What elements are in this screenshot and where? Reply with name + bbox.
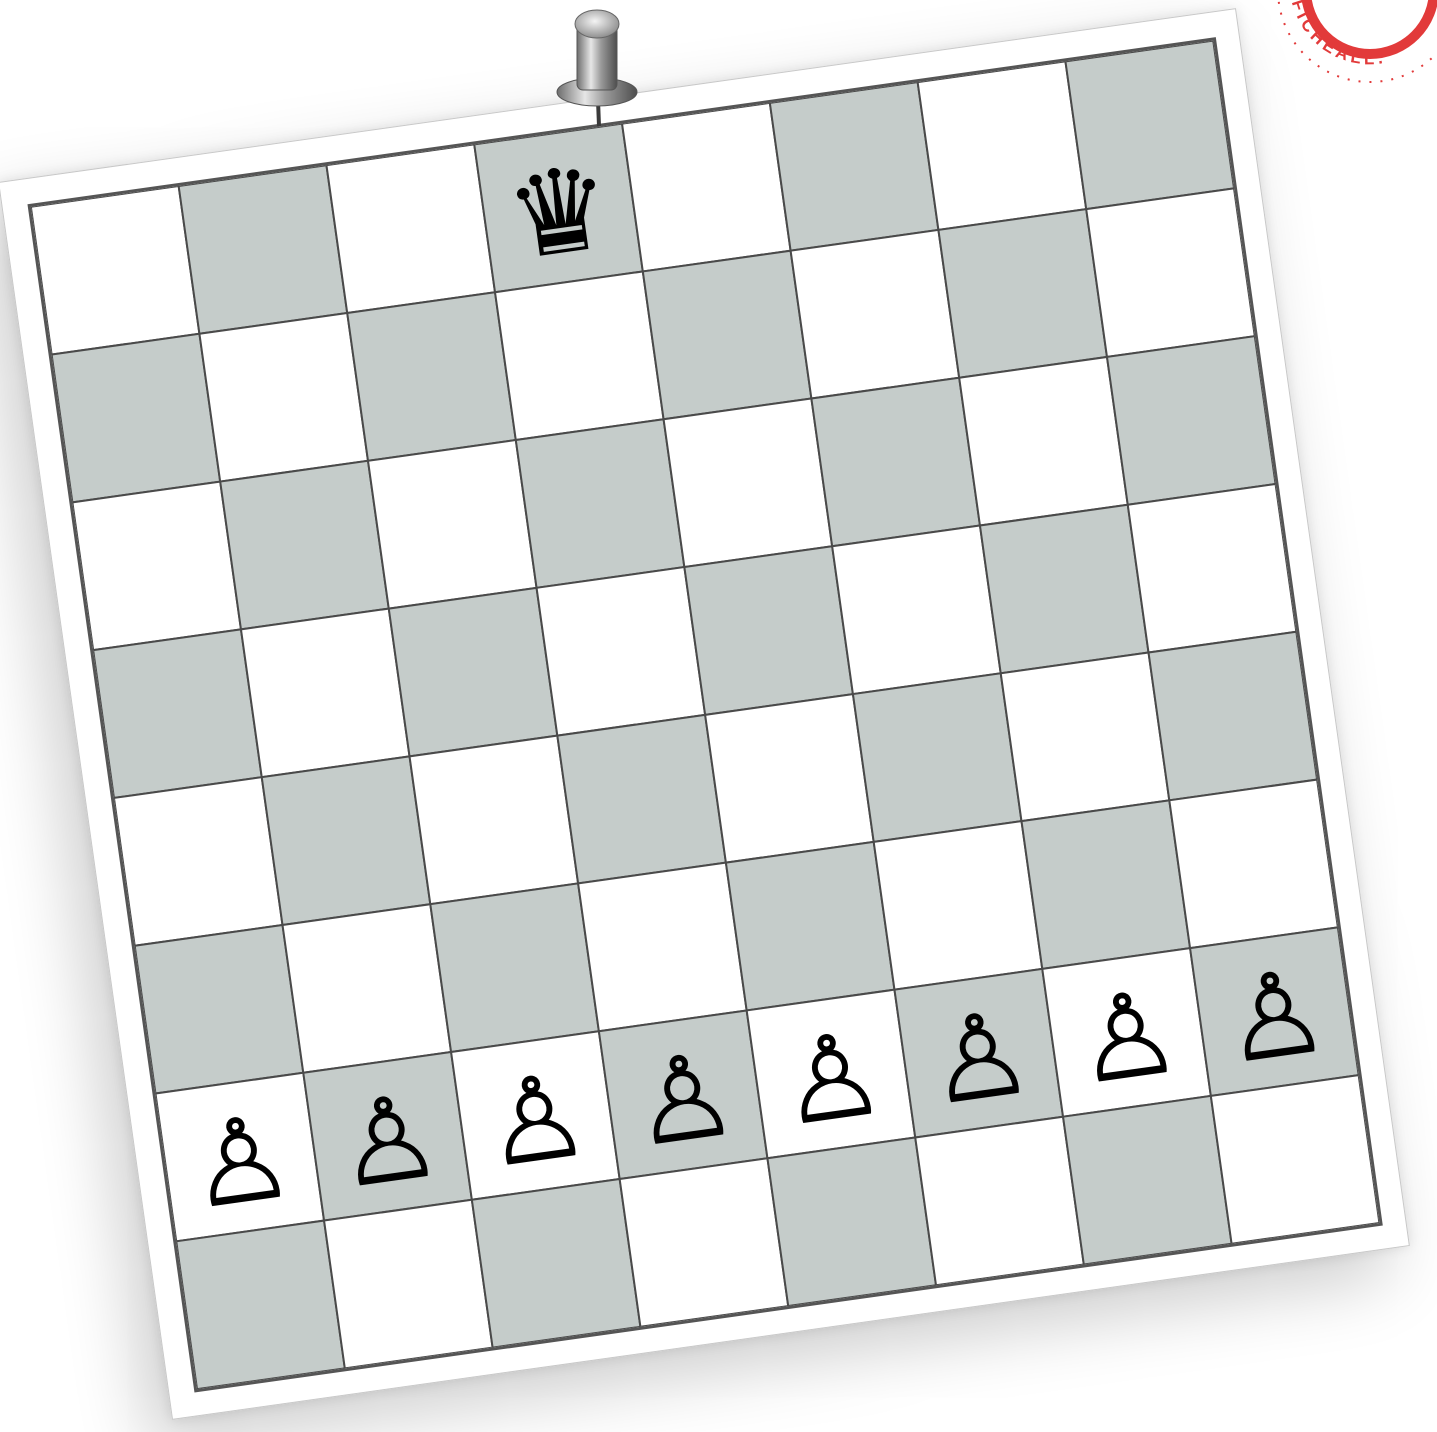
black-queen-icon[interactable]: ♛ xyxy=(498,139,620,287)
light-square[interactable] xyxy=(1086,188,1255,357)
dark-square[interactable] xyxy=(135,925,304,1094)
dark-square[interactable] xyxy=(93,629,262,798)
dark-square[interactable] xyxy=(811,378,980,547)
light-square[interactable] xyxy=(72,482,241,651)
light-square[interactable] xyxy=(832,526,1001,695)
light-square[interactable] xyxy=(791,230,960,399)
light-square[interactable] xyxy=(114,777,283,946)
light-square[interactable] xyxy=(622,103,791,272)
dark-square[interactable] xyxy=(557,715,726,884)
light-square[interactable] xyxy=(283,904,452,1073)
light-square[interactable] xyxy=(1128,484,1297,653)
light-square[interactable] xyxy=(1001,653,1170,822)
chessboard: ♛♙♙♙♙♙♙♙♙ xyxy=(27,37,1382,1392)
white-pawn-icon[interactable]: ♙ xyxy=(1066,964,1188,1112)
white-pawn-icon[interactable]: ♙ xyxy=(327,1067,449,1215)
dark-square[interactable] xyxy=(389,588,558,757)
light-square[interactable] xyxy=(874,821,1043,990)
dark-square[interactable] xyxy=(1107,336,1276,505)
light-square[interactable] xyxy=(915,1117,1084,1286)
dark-square[interactable] xyxy=(643,251,812,420)
dark-square[interactable] xyxy=(220,461,389,630)
dark-square[interactable] xyxy=(430,883,599,1052)
dark-square[interactable] xyxy=(726,842,895,1011)
light-square[interactable] xyxy=(918,61,1087,230)
light-square[interactable] xyxy=(537,567,706,736)
white-pawn-icon[interactable]: ♙ xyxy=(918,984,1040,1132)
dark-square[interactable] xyxy=(1149,632,1318,801)
light-square[interactable] xyxy=(495,271,664,440)
dark-square[interactable] xyxy=(179,165,348,334)
light-square[interactable] xyxy=(241,609,410,778)
dark-square[interactable] xyxy=(853,673,1022,842)
light-square[interactable] xyxy=(410,736,579,905)
dark-square[interactable] xyxy=(176,1221,345,1390)
white-pawn-icon[interactable]: ♙ xyxy=(771,1005,893,1153)
light-square[interactable] xyxy=(620,1158,789,1327)
light-square[interactable] xyxy=(578,863,747,1032)
dark-square[interactable] xyxy=(262,756,431,925)
light-square[interactable] xyxy=(1211,1075,1380,1244)
dark-square[interactable] xyxy=(1065,41,1234,210)
dark-square[interactable] xyxy=(472,1179,641,1348)
chessboard-grid: ♛♙♙♙♙♙♙♙♙ xyxy=(31,41,1380,1390)
dark-square[interactable] xyxy=(52,334,221,503)
dark-square[interactable] xyxy=(684,546,853,715)
dark-square[interactable] xyxy=(938,209,1107,378)
light-square[interactable] xyxy=(664,398,833,567)
light-square[interactable] xyxy=(324,1200,493,1369)
dark-square[interactable] xyxy=(770,82,939,251)
stamp-seal-icon: FICHEALL. xyxy=(1270,0,1437,90)
light-square[interactable] xyxy=(326,144,495,313)
light-square[interactable] xyxy=(959,357,1128,526)
paper-sheet: ♛♙♙♙♙♙♙♙♙ xyxy=(0,8,1410,1420)
light-square[interactable] xyxy=(31,186,200,355)
dark-square[interactable] xyxy=(347,292,516,461)
white-pawn-icon[interactable]: ♙ xyxy=(475,1047,597,1195)
white-pawn-icon[interactable]: ♙ xyxy=(179,1088,301,1236)
dark-square[interactable] xyxy=(516,419,685,588)
seal-text: FICHEALL. xyxy=(1288,0,1388,68)
dark-square[interactable] xyxy=(1063,1096,1232,1265)
pushpin-icon xyxy=(553,0,643,135)
dark-square[interactable] xyxy=(767,1137,936,1306)
white-pawn-icon[interactable]: ♙ xyxy=(623,1026,745,1174)
dark-square[interactable] xyxy=(1021,800,1190,969)
light-square[interactable] xyxy=(1169,780,1338,949)
dark-square[interactable] xyxy=(980,505,1149,674)
svg-text:FICHEALL.: FICHEALL. xyxy=(1288,0,1388,68)
light-square[interactable] xyxy=(368,440,537,609)
white-pawn-icon[interactable]: ♙ xyxy=(1214,943,1336,1091)
light-square[interactable] xyxy=(199,313,368,482)
light-square[interactable] xyxy=(705,694,874,863)
